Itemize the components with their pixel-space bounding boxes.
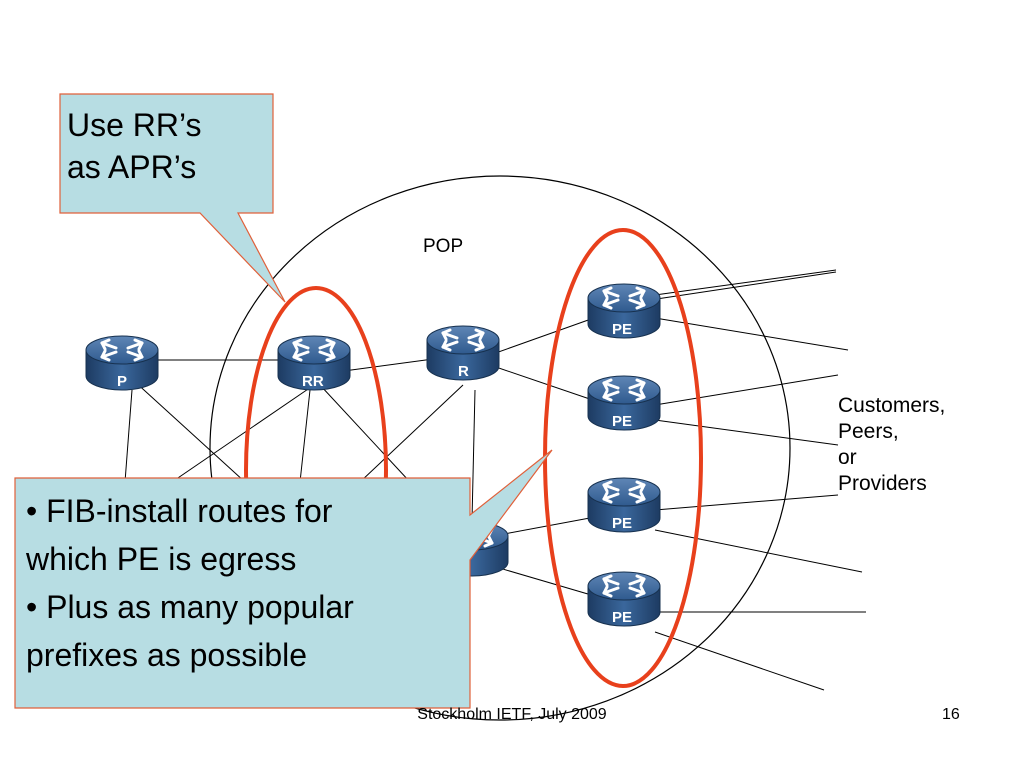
router-pe-2: PE [586, 374, 662, 432]
svg-text:RR: RR [302, 373, 324, 390]
pop-boundary [209, 175, 791, 721]
page-number: 16 [942, 706, 960, 723]
callout-top-text: Use RR’s as APR’s [67, 104, 267, 188]
svg-text:PE: PE [612, 321, 632, 338]
svg-text:PE: PE [612, 515, 632, 532]
svg-text:PE: PE [612, 413, 632, 430]
router-pe-3: PE [586, 476, 662, 534]
callout-top-line: as APR’s [67, 149, 197, 185]
external-label-line: Peers, [838, 420, 899, 443]
svg-text:P: P [117, 373, 127, 390]
external-peers-label: Customers, Peers, or Providers [838, 393, 945, 497]
footer-caption: Stockholm IETF, July 2009 [417, 706, 607, 723]
callout-top-line: Use RR’s [67, 107, 202, 143]
router-p: P [84, 334, 160, 392]
external-label-line: or [838, 446, 857, 469]
callout-bottom-line: prefixes as possible [26, 637, 308, 673]
router-pe-1: PE [586, 282, 662, 340]
callout-top-shape [59, 93, 286, 303]
svg-text:R: R [458, 363, 469, 380]
callout-bottom-text: • FIB-install routes for which PE is egr… [26, 487, 466, 679]
router-rr: RR [276, 334, 352, 392]
callout-bottom-line: • Plus as many popular [26, 589, 354, 625]
router-pe-4: PE [586, 570, 662, 628]
callout-bottom-shape [14, 449, 553, 709]
external-label-line: Customers, [838, 394, 946, 417]
callout-bottom-line: • FIB-install routes for [26, 493, 333, 529]
pop-label: POP [423, 236, 463, 257]
callout-bottom-line: which PE is egress [26, 541, 297, 577]
external-label-line: Providers [838, 472, 927, 495]
router-r: R [425, 324, 501, 382]
svg-text:PE: PE [612, 609, 632, 626]
